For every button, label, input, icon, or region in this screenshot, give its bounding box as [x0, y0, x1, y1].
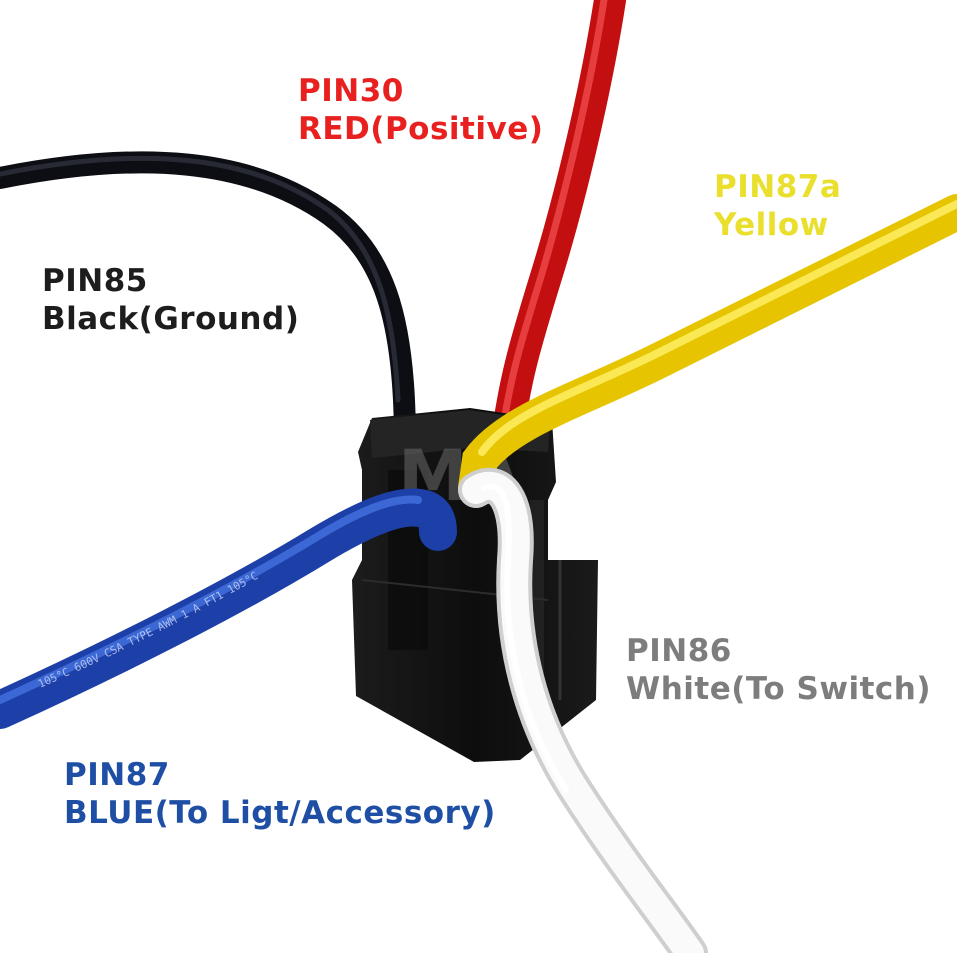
- pin86-description: White(To Switch): [626, 671, 932, 707]
- pin87-label: PIN87 BLUE(To Ligt/Accessory): [64, 756, 496, 832]
- pin30-label: PIN30 RED(Positive): [298, 72, 543, 148]
- pin87a-number: PIN87a: [714, 169, 842, 205]
- red-wire: [492, 0, 626, 448]
- pin30-description: RED(Positive): [298, 111, 544, 147]
- pin86-label: PIN86 White(To Switch): [626, 632, 931, 708]
- pin87-number: PIN87: [64, 757, 170, 793]
- pin85-label: PIN85 Black(Ground): [42, 262, 299, 338]
- pin87-description: BLUE(To Ligt/Accessory): [64, 795, 496, 831]
- pin86-number: PIN86: [626, 633, 732, 669]
- pin85-description: Black(Ground): [42, 301, 300, 337]
- pin30-number: PIN30: [298, 73, 404, 109]
- yellow-wire: [458, 194, 957, 506]
- white-wire: [458, 467, 708, 953]
- pin85-number: PIN85: [42, 263, 148, 299]
- pin87a-description: Yellow: [714, 207, 829, 243]
- black-wire: [0, 151, 417, 463]
- svg-text:105°C 600V CSA TYPE AWM 1 A FT: 105°C 600V CSA TYPE AWM 1 A FT1 105°C: [36, 569, 260, 691]
- pin87a-label: PIN87a Yellow: [714, 168, 841, 244]
